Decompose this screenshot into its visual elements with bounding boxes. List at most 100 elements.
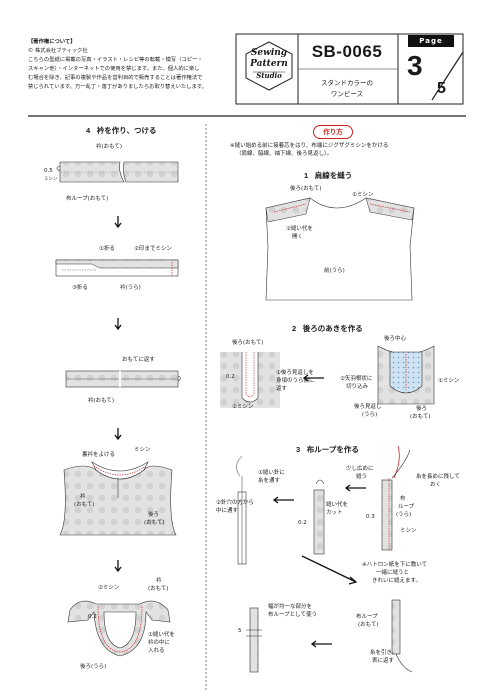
label-back-omote: 後ろ(おもて) [290, 186, 322, 192]
stitch-label: ミシン [44, 177, 58, 182]
step-heading: 2 後ろのあきを作る [292, 323, 363, 334]
label-loop: ループ [398, 504, 415, 510]
pattern-code: SB-0065 [311, 42, 383, 61]
label-omote: (おもて) [74, 502, 95, 508]
page-current: 3 [407, 50, 423, 81]
label-thread: 糸を通す [258, 478, 281, 484]
label-stitch: ミシン [134, 447, 151, 453]
label-insert: 入れる [148, 648, 165, 654]
arrow-left-icon [310, 640, 332, 648]
label-center-back: 後ろ中心 [384, 336, 407, 342]
label-collar: 衿 [156, 578, 162, 584]
logo-badge-icon [245, 41, 293, 91]
step-number: 1 [304, 171, 309, 180]
arrow-down-icon [114, 560, 122, 573]
label-needle: ①縫い針に [258, 470, 285, 476]
label-stitch: ①ミシン [352, 192, 374, 198]
back-opening-left [220, 352, 280, 408]
arrow-down-icon [114, 216, 122, 229]
label-loop: 布 [400, 496, 406, 502]
tip-note: ※ハトロン紙を下に敷いて [362, 562, 428, 568]
label-leave-thread: 糸を長めに残して [416, 474, 460, 480]
seam-allowance-label: 0.2 [226, 374, 235, 380]
label-facing-turn: 身頃のうら側に [276, 378, 315, 384]
label-sew-wide: 縫う [356, 474, 368, 480]
howto-badge: 作り方 [313, 125, 353, 139]
seam-allowance-label: 0.5 [44, 168, 53, 174]
label-turn-out: おもてに返す [122, 357, 155, 363]
copyright-line: こちらの型紙に掲載の写真・イラスト・レシピ等の転載・模写（コピー・ [28, 57, 203, 63]
label-back: 後ろ [148, 512, 160, 518]
label-collar-omote: 衿(おもて) [96, 144, 123, 150]
bodice-illustrations [220, 197, 435, 673]
step-title: 後ろのあきを作る [302, 324, 363, 333]
bodice-step1 [265, 197, 415, 301]
loop-steps [236, 445, 413, 673]
logo-line: Studio [256, 71, 282, 80]
step-heading: 1 肩線を縫う [304, 170, 352, 181]
label-stitch: ②ミシン [98, 585, 120, 591]
label-omote: (おもて) [358, 622, 379, 628]
arrow-down-icon [114, 428, 122, 441]
label-loop-omote: 布ループ [356, 614, 378, 620]
collar-finish-e [67, 600, 171, 657]
label-collar-omote: 衿(おもて) [88, 398, 115, 404]
label-pull-thread: 糸を引き、 [370, 650, 398, 656]
label-ura: (うら) [362, 412, 378, 418]
step-title: 肩線を縫う [314, 171, 353, 180]
label-into-collar: 衿の中に [148, 640, 171, 646]
copyright-company: © 株式会社ブティック社 [28, 48, 88, 54]
label-ura: (うら) [396, 512, 412, 518]
label-fold: ③折る [72, 285, 88, 291]
label-back-omote: 後ろ(おもて) [232, 340, 264, 346]
label-stitch: ②ミシン [232, 404, 254, 410]
label-uniform-part: 布ループとして使う [268, 612, 318, 618]
pattern-name-line: スタンドカラーの [321, 79, 373, 87]
label-stitch: ①ミシン [438, 378, 460, 384]
label-stitch-to-mark: ②印までミシン [134, 246, 172, 252]
label-trim: 縫い代を [326, 502, 349, 508]
label-turn-out: 表に返す [372, 658, 395, 664]
collar-illustrations [55, 161, 181, 657]
step-number: 2 [292, 324, 297, 333]
copyright-heading: 【著作権について】 [28, 39, 76, 45]
collar-piece-c [65, 370, 181, 388]
label-needle-through: ②針穴の方から [216, 500, 254, 506]
collar-piece-a [56, 161, 179, 183]
label-trim: カット [326, 510, 343, 516]
page-total: 5 [437, 80, 446, 97]
logo-line: Sewing [250, 48, 288, 58]
tip-note: 一緒に縫うと [376, 570, 410, 576]
label-leave-thread: おく [430, 482, 442, 488]
label-notch: ②矢羽根状に [340, 376, 373, 382]
pattern-name: スタンドカラーの ワンピース [303, 78, 391, 100]
arrow-down-icon [114, 318, 122, 331]
step-number: 3 [296, 445, 301, 454]
label-seam-allowance: ②縫い代を [286, 226, 313, 232]
arrow-left-icon [344, 484, 366, 492]
page-label: Page [408, 35, 454, 47]
label-collar-ura: 衿(うら) [120, 285, 141, 291]
copyright-line: スキャン他）・インターネットでの使用を禁じます。また、個人的に楽し [28, 66, 200, 72]
step-number: 4 [86, 126, 91, 135]
seam-allowance-label: 0.2 [298, 520, 307, 526]
label-facing-turn: 返す [276, 386, 288, 392]
seam-allowance-label: 0.2 [88, 614, 97, 620]
length-label: 5 [238, 628, 242, 634]
label-loop-omote: 布ループ(おもて) [66, 196, 109, 202]
arrow-left-icon [272, 496, 294, 504]
label-seam-allowance: ①縫い代を [148, 632, 175, 638]
step-title: 布ループを作る [306, 445, 359, 454]
label-facing-turn: ①後ろ見返しを [276, 370, 314, 376]
label-back-facing: 後ろ見返し [354, 404, 382, 410]
copyright-line: 禁じられています。万一乱丁・落丁がありましたらお取り替えいたします。 [28, 84, 207, 90]
brand-logo [243, 40, 295, 92]
label-omote: (おもて) [148, 586, 169, 592]
label-omote: (おもて) [410, 414, 431, 420]
label-sew-wide: 少し広めに [346, 466, 374, 472]
step-heading: 4 衿を作り、つける [86, 125, 157, 136]
collar-attach-d [59, 461, 177, 536]
label-uniform-part: 幅が均一な部分を [268, 604, 313, 610]
label-back-ura: 後ろ(うら) [80, 664, 107, 670]
